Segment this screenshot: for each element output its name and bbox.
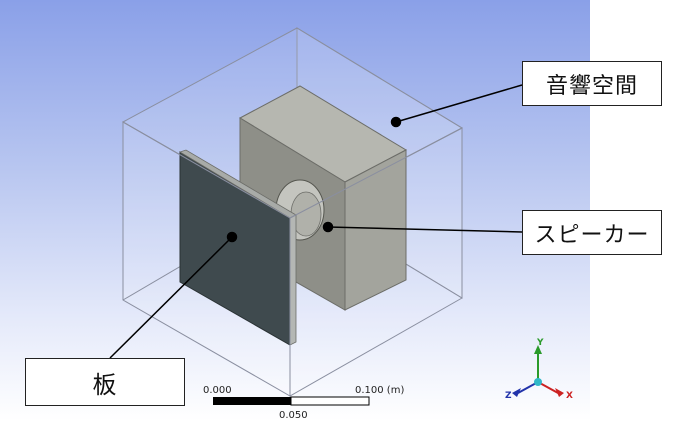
label-plate: 板 <box>25 358 185 406</box>
axis-z-arrow <box>512 388 521 397</box>
leader-speaker <box>327 226 523 233</box>
axis-y-label: Y <box>537 338 544 348</box>
enclosure-front-edges <box>122 121 463 396</box>
scale-bar-filled <box>213 397 291 405</box>
label-acoustic-space: 音響空間 <box>522 61 662 106</box>
axis-x-label: X <box>566 391 573 401</box>
leader-acoustic-space <box>395 84 523 123</box>
leader-dot-plate <box>226 231 238 243</box>
axis-y-arrow <box>534 345 542 354</box>
leader-plate <box>109 236 233 359</box>
scale-start-value: 0.000 <box>203 385 232 396</box>
scale-bar <box>213 396 370 406</box>
scale-bar-empty <box>290 396 370 406</box>
axis-z-label: Z <box>505 391 512 401</box>
axis-triad[interactable] <box>512 345 564 397</box>
label-speaker: スピーカー <box>522 210 662 255</box>
leader-dot-acoustic-space <box>390 116 402 128</box>
plate-edge-side <box>289 214 297 346</box>
leader-lines <box>109 84 523 359</box>
axis-origin <box>534 378 542 386</box>
axis-x-arrow <box>555 388 564 397</box>
leader-dot-speaker <box>322 221 334 233</box>
scale-end-value: 0.100 (m) <box>355 385 405 396</box>
scale-mid-value: 0.050 <box>279 410 308 421</box>
speaker-box-side <box>344 149 407 311</box>
